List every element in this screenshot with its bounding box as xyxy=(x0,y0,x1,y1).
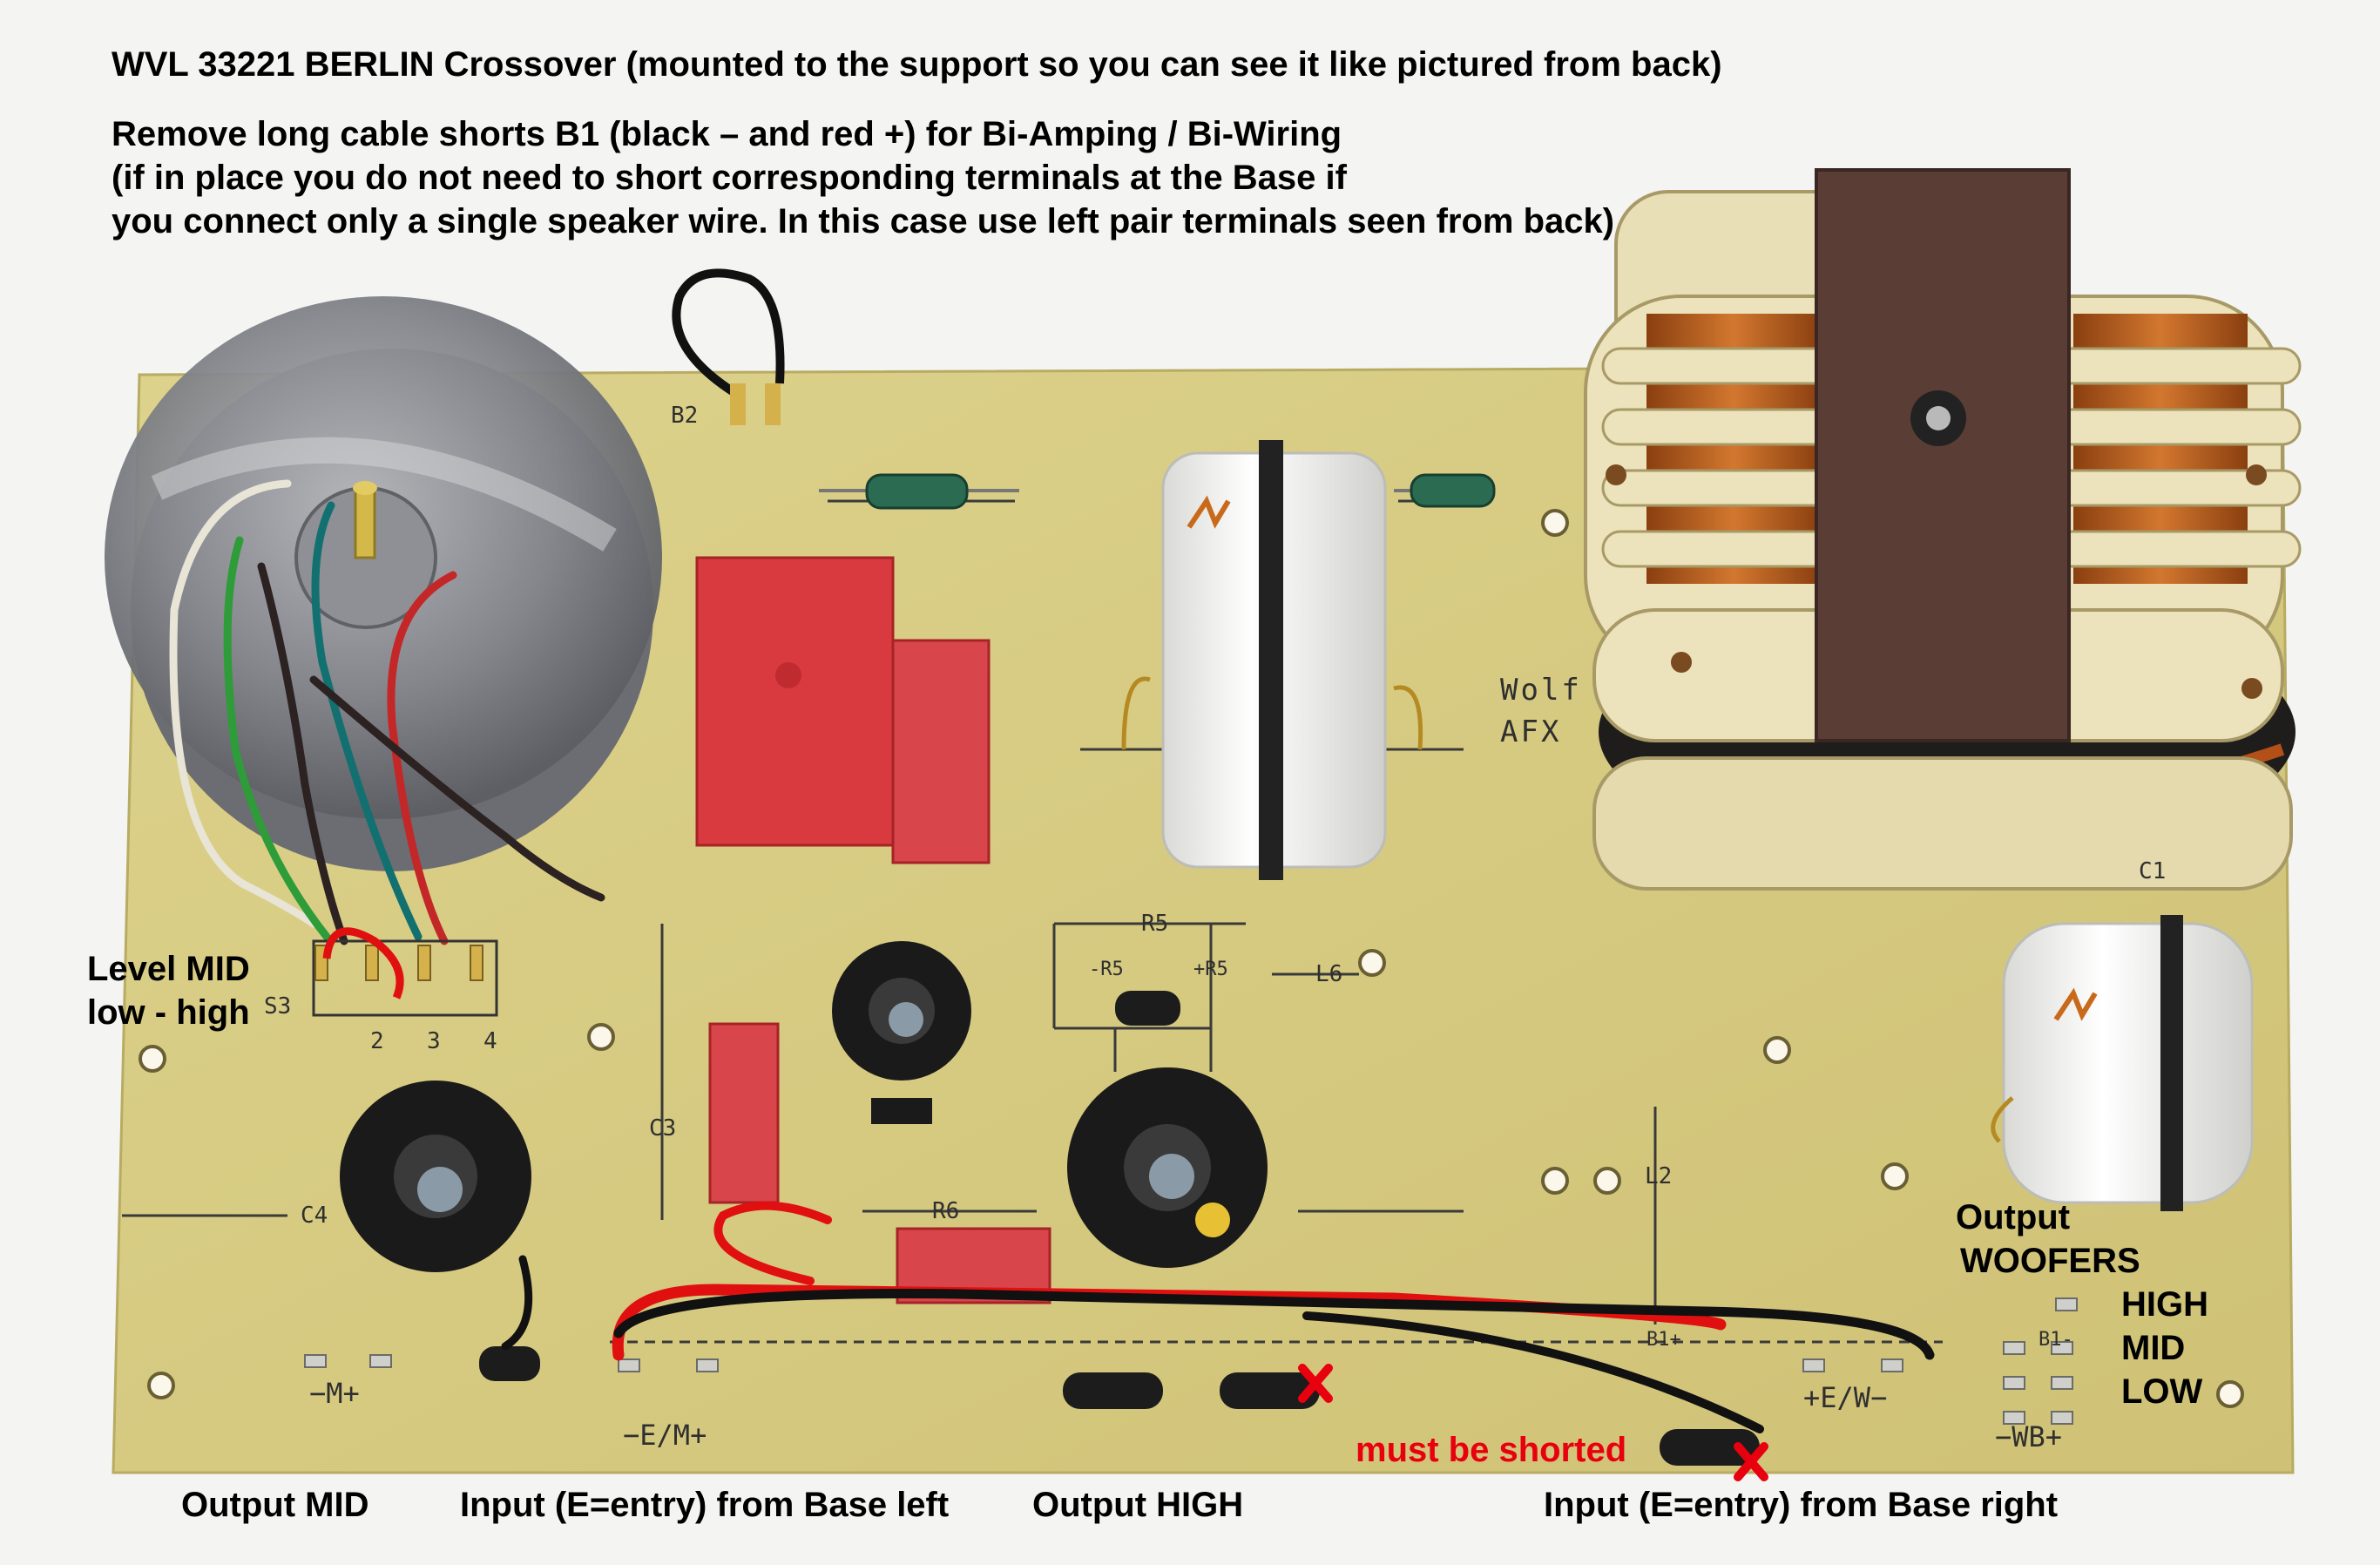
woofer-level-mid: MID xyxy=(2121,1329,2186,1367)
pcb-label-l6: L6 xyxy=(1315,961,1343,987)
shorting-pads xyxy=(479,991,1760,1466)
pcb-label-afx: AFX xyxy=(1500,715,1562,749)
pcb-label-c1: C1 xyxy=(2139,858,2167,884)
pcb-label-r6: R6 xyxy=(932,1198,960,1224)
instruction-line-1: Remove long cable shorts B1 (black – and… xyxy=(112,115,1342,153)
pcb-label-r5: R5 xyxy=(1141,911,1169,937)
instruction-line-2: (if in place you do not need to short co… xyxy=(112,159,1347,197)
resistor-10r xyxy=(1394,473,1496,508)
pcb-label-minus-e-m-plus: −E/M+ xyxy=(623,1419,707,1452)
pcb-label-l2: L2 xyxy=(1645,1163,1673,1189)
must-be-shorted-label: must be shorted xyxy=(1356,1431,1627,1469)
red-capacitor-mid xyxy=(708,1022,780,1204)
pcb-traces xyxy=(122,499,1943,1344)
air-coil-l3 xyxy=(1067,1067,1268,1268)
woofer-level-low: LOW xyxy=(2121,1372,2203,1411)
pcb-label-plus-e-w-minus: +E/W− xyxy=(1803,1381,1888,1414)
toroid-wires xyxy=(169,479,605,945)
terminal-lugs xyxy=(304,1297,2078,1425)
switch-position-4: 4 xyxy=(483,1028,497,1054)
output-mid-label: Output MID xyxy=(181,1486,369,1524)
pcb-label-c3: C3 xyxy=(649,1115,677,1142)
input-left-label: Input (E=entry) from Base left xyxy=(460,1486,950,1524)
input-right-label: Input (E=entry) from Base right xyxy=(1544,1486,2059,1524)
output-woofers-label-2: WOOFERS xyxy=(1960,1242,2140,1280)
pcb-label-minus-r5: -R5 xyxy=(1089,959,1124,980)
resistor-68 xyxy=(819,473,1019,510)
b2-jumper xyxy=(672,268,785,425)
pcb-label-wolf: Wolf xyxy=(1500,673,1582,708)
toroid-transformer xyxy=(105,296,662,871)
instruction-line-3: you connect only a single speaker wire. … xyxy=(112,202,1615,241)
iron-core-inductor xyxy=(1584,168,2302,891)
pcb-label-b1-plus: B1+ xyxy=(1646,1329,1681,1351)
level-mid-range: low - high xyxy=(87,993,250,1032)
mounting-holes xyxy=(139,509,2244,1408)
output-high-label: Output HIGH xyxy=(1032,1486,1244,1524)
pcb-label-b1-minus: B1- xyxy=(2039,1329,2073,1351)
air-coil-l5 xyxy=(832,941,971,1124)
red-x-marks xyxy=(1298,1364,1768,1481)
level-switch-s3 xyxy=(312,927,498,1017)
switch-position-3: 3 xyxy=(427,1028,441,1054)
pcb-label-minus-m-plus: −M+ xyxy=(309,1377,360,1410)
output-woofers-label-1: Output xyxy=(1956,1198,2071,1236)
level-mid-label: Level MID xyxy=(87,950,250,988)
pcb-label-plus-r5: +R5 xyxy=(1193,959,1228,980)
pcb-label-minus-wb-plus: −WB+ xyxy=(1995,1420,2063,1453)
red-capacitor-large xyxy=(695,556,895,847)
air-coil-l4 xyxy=(340,1081,531,1272)
mundorf-capacitor-right xyxy=(1991,915,2254,1211)
switch-position-2: 2 xyxy=(370,1028,384,1054)
b1-cables xyxy=(501,1201,1935,1433)
woofer-level-high: HIGH xyxy=(2121,1285,2208,1324)
page-title: WVL 33221 BERLIN Crossover (mounted to t… xyxy=(112,45,1722,84)
pcb-label-s3: S3 xyxy=(264,993,292,1020)
red-capacitor-small xyxy=(891,639,991,864)
pcb-label-c4: C4 xyxy=(301,1203,328,1229)
pcb-label-b2: B2 xyxy=(671,403,699,429)
mundorf-capacitor-center xyxy=(1121,440,1423,880)
